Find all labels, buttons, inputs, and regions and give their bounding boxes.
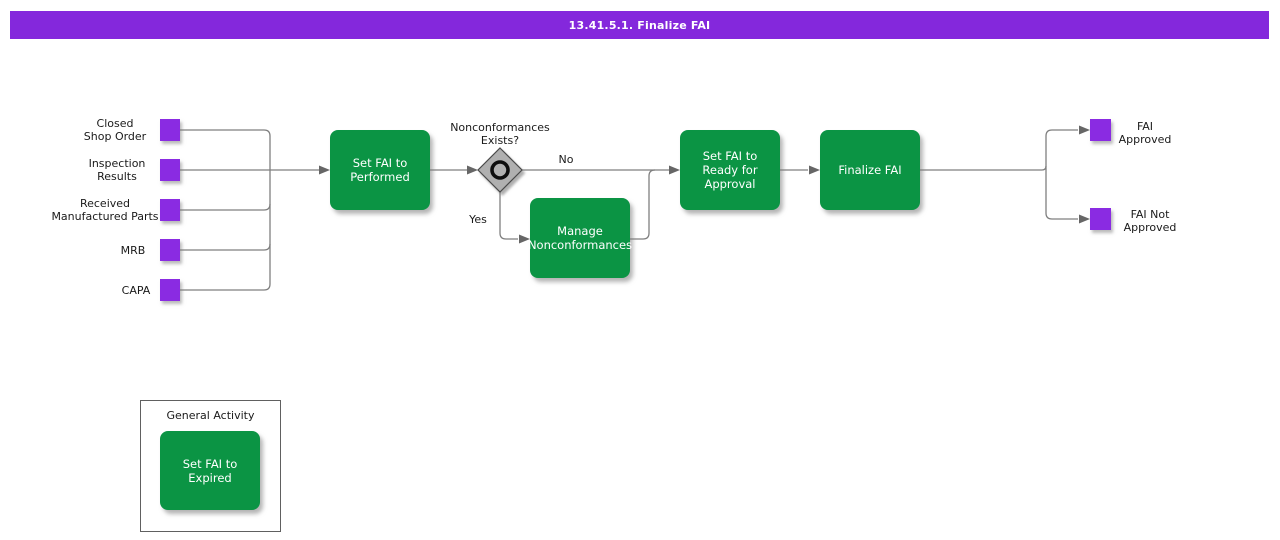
label-fai-not-approved: FAI Not Approved [1123, 208, 1177, 234]
label-mrb: MRB [120, 244, 146, 257]
event-capa[interactable] [160, 279, 180, 301]
event-fai-not-approved[interactable] [1090, 208, 1111, 230]
activity-set-fai-performed[interactable]: Set FAI to Performed [330, 130, 430, 210]
input-rail [180, 129, 271, 291]
arrow-into-gateway [467, 165, 478, 175]
input-line-4 [180, 243, 271, 251]
event-mrb[interactable] [160, 239, 180, 261]
activity-set-fai-expired-label: Set FAI to Expired [182, 456, 238, 485]
activity-set-fai-performed-label: Set FAI to Performed [350, 156, 410, 184]
event-inspection-results[interactable] [160, 159, 180, 181]
title-banner: 13.41.5.1. Finalize FAI [10, 11, 1269, 39]
label-received-manufactured-parts: Received Manufactured Parts [51, 197, 159, 223]
arrow-into-manage [519, 234, 530, 244]
arrowheads [319, 125, 1090, 244]
arrow-into-performed [319, 165, 330, 175]
activity-set-fai-ready-for-approval[interactable]: Set FAI to Ready for Approval [680, 130, 780, 210]
input-line-3 [180, 203, 271, 211]
yes-branch-label: Yes [469, 213, 487, 226]
arrow-into-approved [1079, 125, 1090, 135]
arrow-into-ready [669, 165, 680, 175]
decision-gateway-icon [477, 147, 523, 193]
general-activity-title: General Activity [166, 409, 255, 422]
activity-manage-nonconformances[interactable]: Manage Nonconformances [527, 198, 633, 278]
activity-manage-nonconformances-label: Manage Nonconformances [527, 224, 633, 252]
event-closed-shop-order[interactable] [160, 119, 180, 141]
event-received-manufactured-parts[interactable] [160, 199, 180, 221]
activity-set-fai-expired[interactable]: Set FAI to Expired [160, 431, 260, 510]
activity-finalize-fai-label: Finalize FAI [838, 163, 902, 177]
activity-set-fai-ready-for-approval-label: Set FAI to Ready for Approval [702, 149, 758, 191]
manage-return-line [630, 169, 656, 240]
yes-branch-line [499, 192, 518, 240]
event-fai-approved[interactable] [1090, 119, 1111, 141]
activity-finalize-fai[interactable]: Finalize FAI [820, 130, 920, 210]
page-title: 13.41.5.1. Finalize FAI [568, 18, 711, 32]
decision-question-label: Nonconformances Exists? [450, 121, 550, 147]
arrow-into-not-approved [1079, 214, 1090, 224]
line-to-split [920, 165, 1047, 171]
no-branch-label: No [558, 153, 574, 166]
label-capa: CAPA [121, 284, 151, 297]
approved-branch-line [1045, 129, 1078, 170]
label-closed-shop-order: Closed Shop Order [83, 117, 147, 143]
label-fai-approved: FAI Approved [1118, 120, 1172, 146]
not-approved-branch-line [1045, 170, 1078, 220]
arrow-into-finalize [809, 165, 820, 175]
label-inspection-results: Inspection Results [88, 157, 146, 183]
